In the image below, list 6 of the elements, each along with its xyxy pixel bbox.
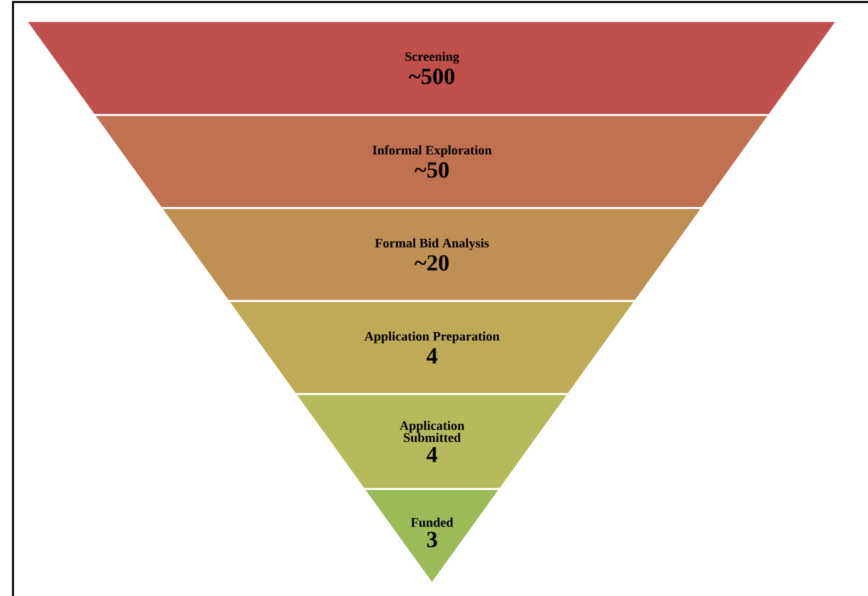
funnel-band: Screening ~500 bbox=[28, 22, 835, 114]
funnel-band: Application Preparation 4 bbox=[230, 302, 634, 393]
funnel-band: Informal Exploration ~50 bbox=[96, 116, 768, 207]
funnel-band: Application Submitted 4 bbox=[297, 394, 567, 488]
funnel-band: Formal Bid Analysis ~20 bbox=[162, 208, 700, 300]
funnel-band: Funded 3 bbox=[366, 490, 498, 582]
